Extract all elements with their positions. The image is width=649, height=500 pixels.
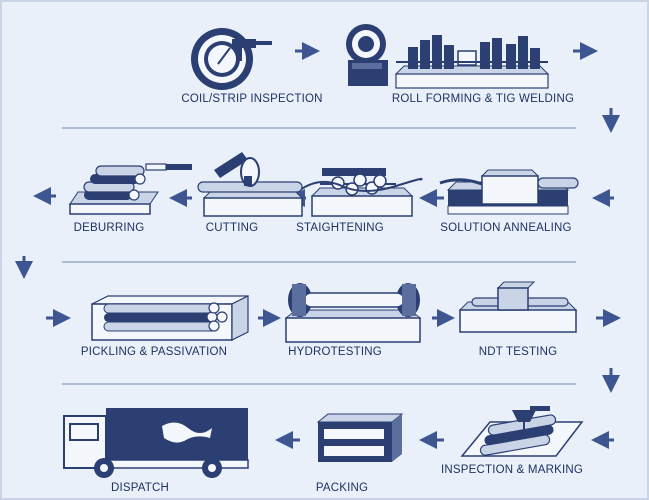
label-hydrotesting: HYDROTESTING [288,346,382,358]
annealing-furnace-icon [439,169,579,215]
roll-forming-machine-icon [346,24,550,89]
ndt-tester-icon [458,281,578,333]
label-roll-forming-tig-welding: ROLL FORMING & TIG WELDING [391,93,575,105]
label-coil-strip-inspection: COIL/STRIP INSPECTION [181,93,323,105]
label-dispatch: DISPATCH [110,482,170,494]
label-ndt-testing: NDT TESTING [478,346,558,358]
coil-inspection-icon [191,28,272,90]
label-solution-annealing: SOLUTION ANNEALING [440,222,572,234]
pickling-tank-icon [91,295,249,341]
hydrotest-machine-icon [284,283,422,343]
row-dividers [62,127,576,385]
inspection-marking-icon [460,406,584,457]
label-straightening: STAIGHTENING [296,222,384,234]
cutting-saw-icon [197,152,304,217]
dispatch-truck-icon [63,408,249,478]
label-pickling-passivation: PICKLING & PASSIVATION [80,346,228,358]
label-deburring: DEBURRING [73,222,145,234]
label-cutting: CUTTING [205,222,259,234]
deburring-bench-icon [69,163,192,215]
straightening-machine-icon [299,168,423,217]
label-packing: PACKING [315,482,369,494]
packing-crate-icon [316,413,404,462]
label-inspection-marking: INSPECTION & MARKING [440,464,584,476]
